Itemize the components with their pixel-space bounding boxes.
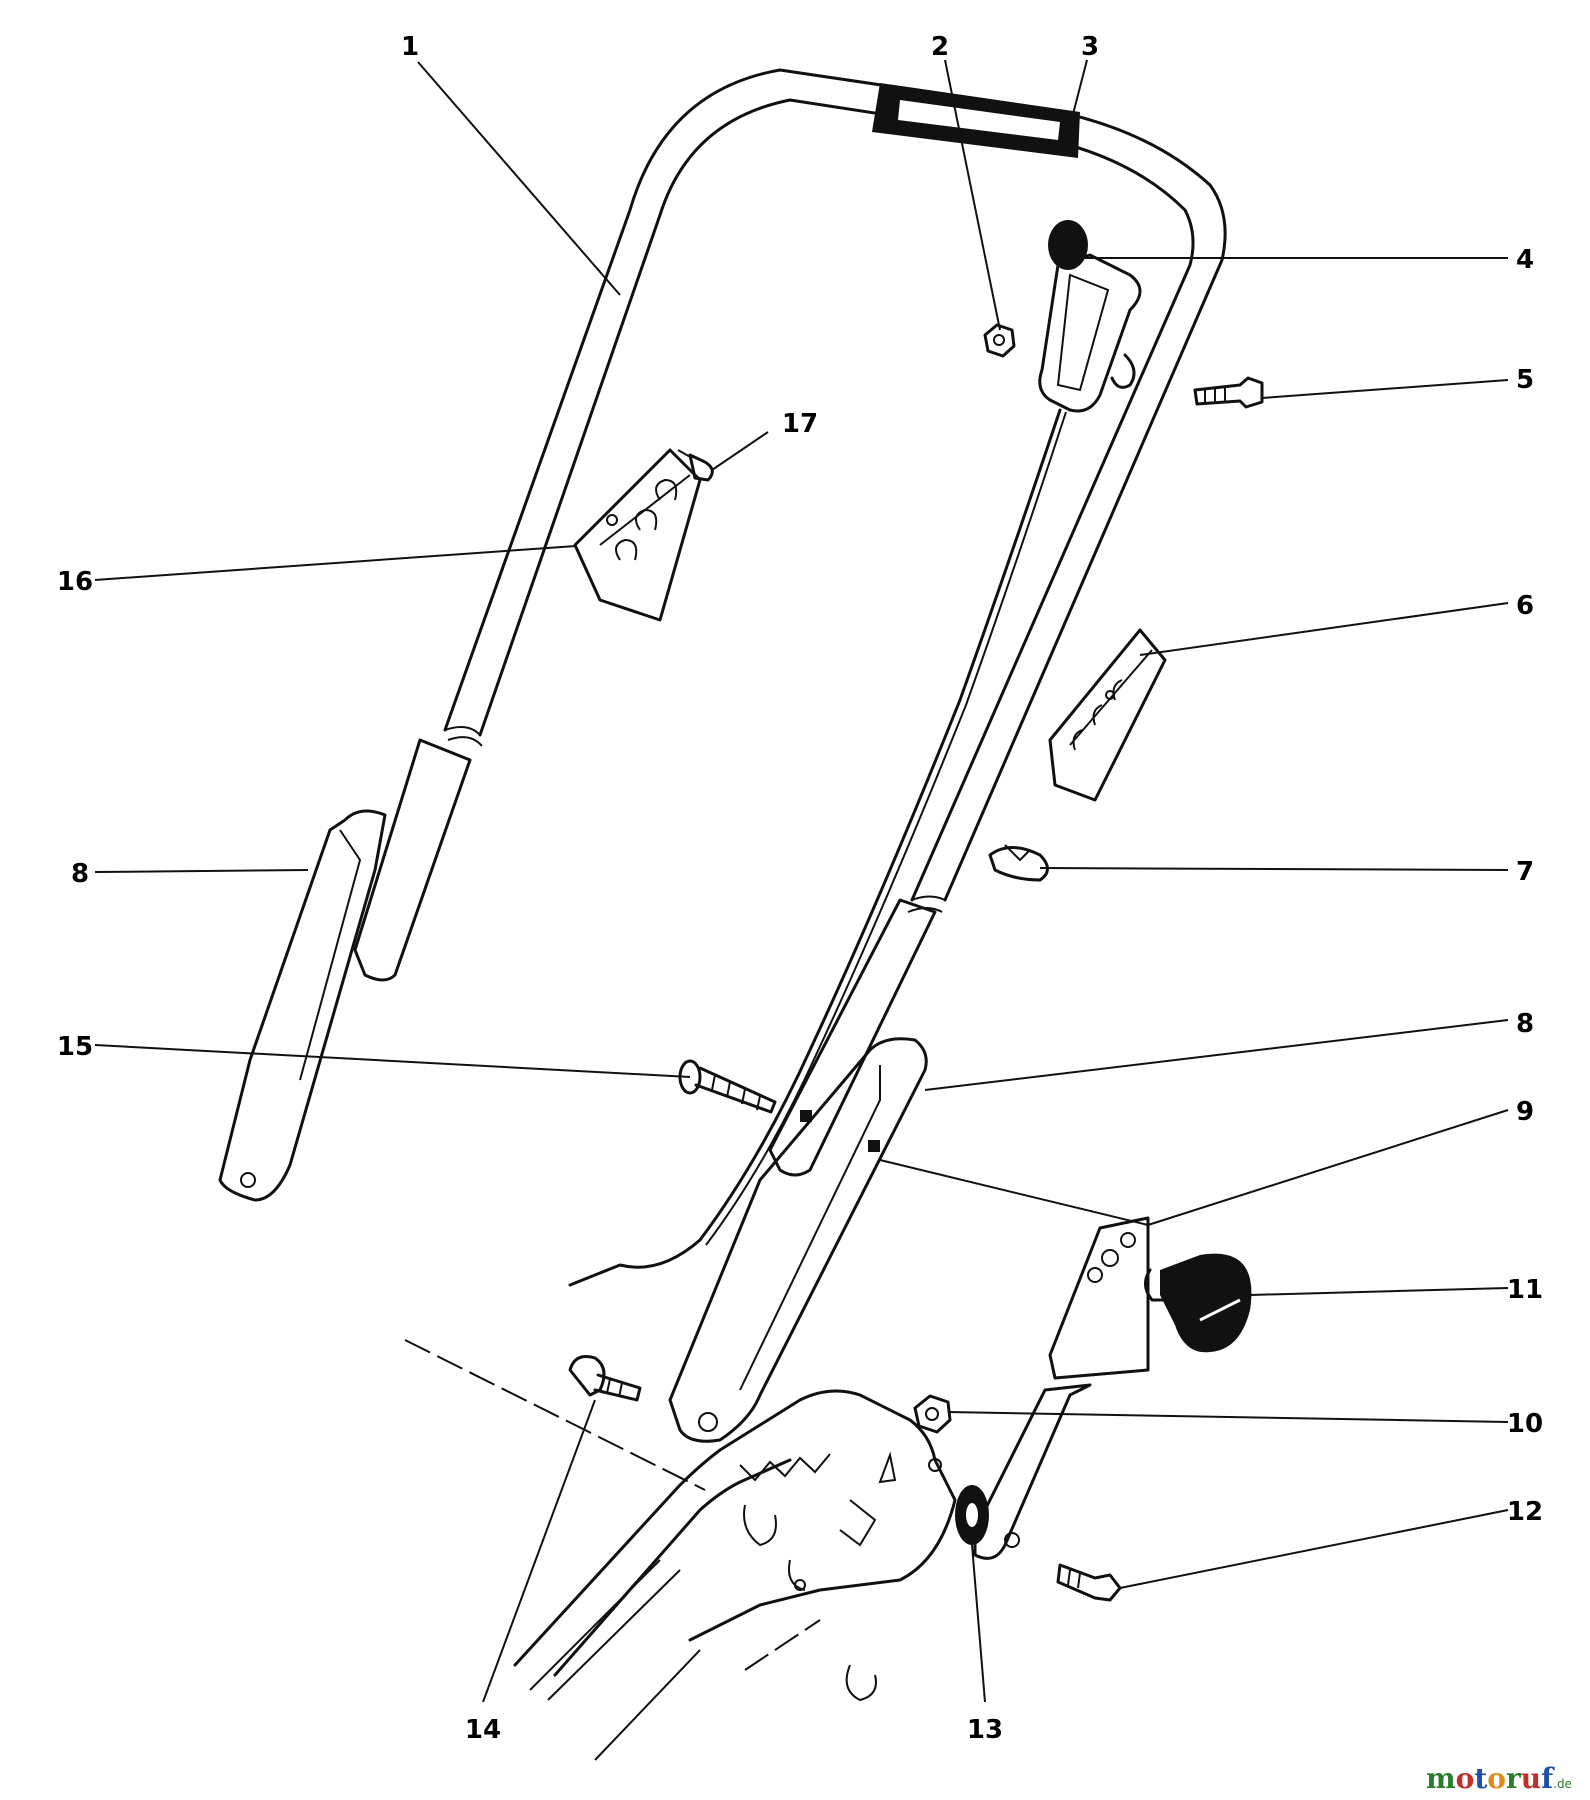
- watermark-letter: f: [1541, 1762, 1555, 1795]
- callout-1: 1: [401, 32, 419, 62]
- callout-16: 16: [57, 567, 93, 597]
- bolt-15: [678, 1059, 777, 1114]
- callout-9: 9: [1516, 1097, 1534, 1127]
- callout-8-right: 8: [1516, 1009, 1534, 1039]
- lower-handle-left: [218, 738, 472, 1202]
- callout-13: 13: [967, 1715, 1003, 1745]
- callout-8-left: 8: [71, 859, 89, 889]
- bracket-plate-9: [1048, 1216, 1150, 1380]
- watermark-letter: o: [1487, 1762, 1506, 1795]
- bolt-12: [1056, 1563, 1122, 1602]
- leader-lines: [94, 59, 1509, 1703]
- upper-handle: [443, 68, 1227, 913]
- watermark: motoruf.de: [1426, 1762, 1572, 1795]
- centerlines: [404, 1339, 821, 1671]
- cable-tie-7: [988, 844, 1049, 882]
- throttle-control: [1038, 220, 1142, 413]
- watermark-letter: m: [1426, 1762, 1456, 1795]
- washer-13: [955, 1485, 989, 1545]
- watermark-letter: u: [1521, 1762, 1541, 1795]
- callout-6: 6: [1516, 591, 1534, 621]
- watermark-suffix: .de: [1553, 1777, 1572, 1791]
- watermark-letter: r: [1506, 1762, 1522, 1795]
- bolt-5: [1193, 376, 1264, 409]
- cable-clip-16: [573, 448, 702, 622]
- callout-numbers: 1 2 3 4 5 6 7 8 8 9 10 11 12 13 14 15 16…: [57, 32, 1543, 1745]
- callout-15: 15: [57, 1032, 93, 1062]
- callout-17: 17: [782, 409, 818, 439]
- callout-11: 11: [1507, 1275, 1543, 1305]
- nut-10: [913, 1394, 952, 1434]
- screw-17: [677, 449, 714, 482]
- callout-5: 5: [1516, 365, 1534, 395]
- svg-text:motoruf.de: motoruf.de: [1426, 1762, 1572, 1795]
- watermark-letter: o: [1456, 1762, 1475, 1795]
- callout-12: 12: [1507, 1497, 1543, 1527]
- watermark-letter: t: [1474, 1762, 1487, 1795]
- callout-3: 3: [1081, 32, 1099, 62]
- callout-2: 2: [931, 32, 949, 62]
- cable-clip-6: [1048, 628, 1167, 802]
- callout-14: 14: [465, 1715, 501, 1745]
- nut-2: [983, 323, 1016, 358]
- mower-deck: [513, 1389, 957, 1761]
- lower-bracket: [973, 1383, 1092, 1560]
- grip: [872, 83, 1080, 158]
- callout-10: 10: [1507, 1409, 1543, 1439]
- adjusting-knob-11: [1144, 1253, 1252, 1353]
- callout-7: 7: [1516, 857, 1534, 887]
- bolt-14: [568, 1355, 642, 1402]
- lower-handle-right: [668, 898, 937, 1443]
- callout-4: 4: [1516, 245, 1534, 275]
